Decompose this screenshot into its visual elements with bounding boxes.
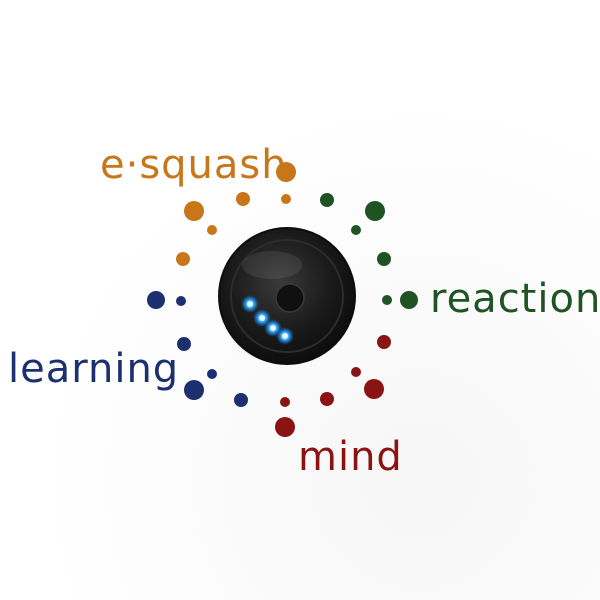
green-dot-group bbox=[320, 193, 418, 309]
red-dot-group bbox=[275, 335, 391, 437]
word-mind: mind bbox=[298, 434, 403, 480]
blue-led-arc bbox=[241, 295, 294, 345]
word-reaction: reaction bbox=[430, 276, 600, 322]
word-esquash: e·squash bbox=[100, 142, 288, 188]
word-learning: learning bbox=[8, 346, 180, 392]
camera-lens-icon bbox=[218, 227, 356, 365]
orange-dot-group bbox=[176, 162, 296, 266]
navy-dot-group bbox=[147, 291, 248, 407]
